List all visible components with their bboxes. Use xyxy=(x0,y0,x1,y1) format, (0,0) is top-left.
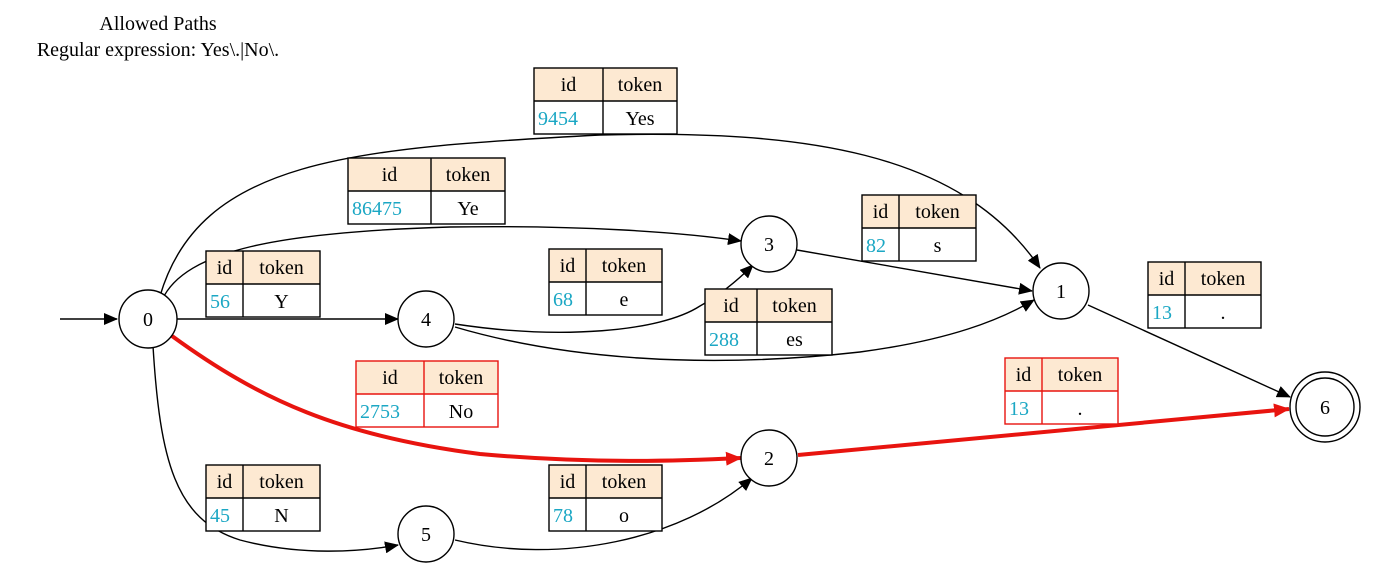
state-node-5: 5 xyxy=(397,505,455,563)
token-text-value: Yes xyxy=(625,108,654,130)
token-text-value: . xyxy=(1221,302,1226,324)
table-header-token: token xyxy=(446,164,490,186)
edge-table-5-2: id token 78 o xyxy=(548,464,663,532)
state-node-3: 3 xyxy=(740,215,798,273)
table-header-token: token xyxy=(1058,364,1102,386)
edge-5-2 xyxy=(454,477,753,551)
table-header-token: token xyxy=(772,295,816,317)
table-header-token: token xyxy=(602,471,646,493)
table-header-token: token xyxy=(259,257,303,279)
token-text-value: Y xyxy=(274,291,288,313)
table-header-id: id xyxy=(560,255,576,277)
state-node-2: 2 xyxy=(740,429,798,487)
edge-table-1-6: id token 13. xyxy=(1147,261,1262,329)
edge-table-0-3: id token 86475 Ye xyxy=(347,157,506,225)
token-text-value: No xyxy=(449,401,473,423)
table-header-id: id xyxy=(382,164,398,186)
token-id-value: 78 xyxy=(553,505,573,527)
state-node-6-accepting: 6 xyxy=(1289,371,1361,443)
table-header-id: id xyxy=(217,471,233,493)
edge-table-2-6: id token 13. xyxy=(1004,357,1119,425)
edge-table-4-3: id token 68 e xyxy=(548,248,663,316)
table-header-id: id xyxy=(561,74,577,96)
state-node-3-label: 3 xyxy=(764,234,774,256)
nodes-layer: 0 1 2 3 4 5 6 xyxy=(118,215,1361,563)
table-header-id: id xyxy=(1016,364,1032,386)
edge-table-3-1: id token 82 s xyxy=(861,194,977,262)
table-header-token: token xyxy=(618,74,662,96)
table-header-id: id xyxy=(873,201,889,223)
table-header-token: token xyxy=(259,471,303,493)
diagram-subtitle: Regular expression: Yes\.|No\. xyxy=(37,39,279,61)
token-id-value: 9454 xyxy=(538,108,578,130)
token-id-value: 45 xyxy=(210,505,230,527)
table-header-id: id xyxy=(382,367,398,389)
edge-3-1 xyxy=(796,249,1033,295)
token-text-value: e xyxy=(620,289,629,311)
token-id-value: 86475 xyxy=(352,198,402,220)
token-id-value: 13 xyxy=(1009,398,1029,420)
diagram-title: Allowed Paths xyxy=(99,13,216,35)
edge-0-2-highlighted xyxy=(170,334,742,466)
token-text-value: N xyxy=(274,505,288,527)
table-header-id: id xyxy=(217,257,233,279)
table-header-token: token xyxy=(915,201,959,223)
table-header-token: token xyxy=(1201,268,1245,290)
token-id-value: 56 xyxy=(210,291,230,313)
table-header-id: id xyxy=(560,471,576,493)
edge-table-0-2: id token 2753 No xyxy=(355,360,499,428)
table-header-token: token xyxy=(439,367,483,389)
token-id-value: 82 xyxy=(866,235,886,257)
token-id-value: 13 xyxy=(1152,302,1172,324)
edge-2-6-highlighted xyxy=(797,403,1290,457)
edge-table-0-5: id token 45 N xyxy=(205,464,321,532)
edge-table-0-4: id token 56 Y xyxy=(205,250,321,318)
edge-4-1 xyxy=(454,299,1035,362)
state-node-5-label: 5 xyxy=(421,524,431,546)
table-header-id: id xyxy=(1159,268,1175,290)
table-header-token: token xyxy=(602,255,646,277)
edge-0-1 xyxy=(159,133,1041,297)
token-text-value: . xyxy=(1078,398,1083,420)
state-node-1-label: 1 xyxy=(1056,281,1066,303)
state-node-1: 1 xyxy=(1032,262,1090,320)
token-id-value: 2753 xyxy=(360,401,400,423)
token-text-value: o xyxy=(619,505,629,527)
edge-1-6 xyxy=(1087,304,1291,398)
state-node-4-label: 4 xyxy=(421,309,431,331)
edge-0-5 xyxy=(152,345,399,554)
edge-4-3 xyxy=(454,264,754,333)
token-id-value: 288 xyxy=(709,329,739,351)
state-node-2-label: 2 xyxy=(764,448,774,470)
edge-table-0-1: id token 9454 Yes xyxy=(533,67,678,135)
table-header-id: id xyxy=(723,295,739,317)
token-text-value: es xyxy=(786,329,803,351)
token-text-value: s xyxy=(934,235,942,257)
state-node-4: 4 xyxy=(397,290,455,348)
state-node-6-label: 6 xyxy=(1320,397,1330,419)
token-id-value: 68 xyxy=(553,289,573,311)
state-node-0-label: 0 xyxy=(143,309,153,331)
edge-table-4-1: id token 288 es xyxy=(704,288,833,356)
token-text-value: Ye xyxy=(457,198,478,220)
state-node-0: 0 xyxy=(118,289,178,349)
